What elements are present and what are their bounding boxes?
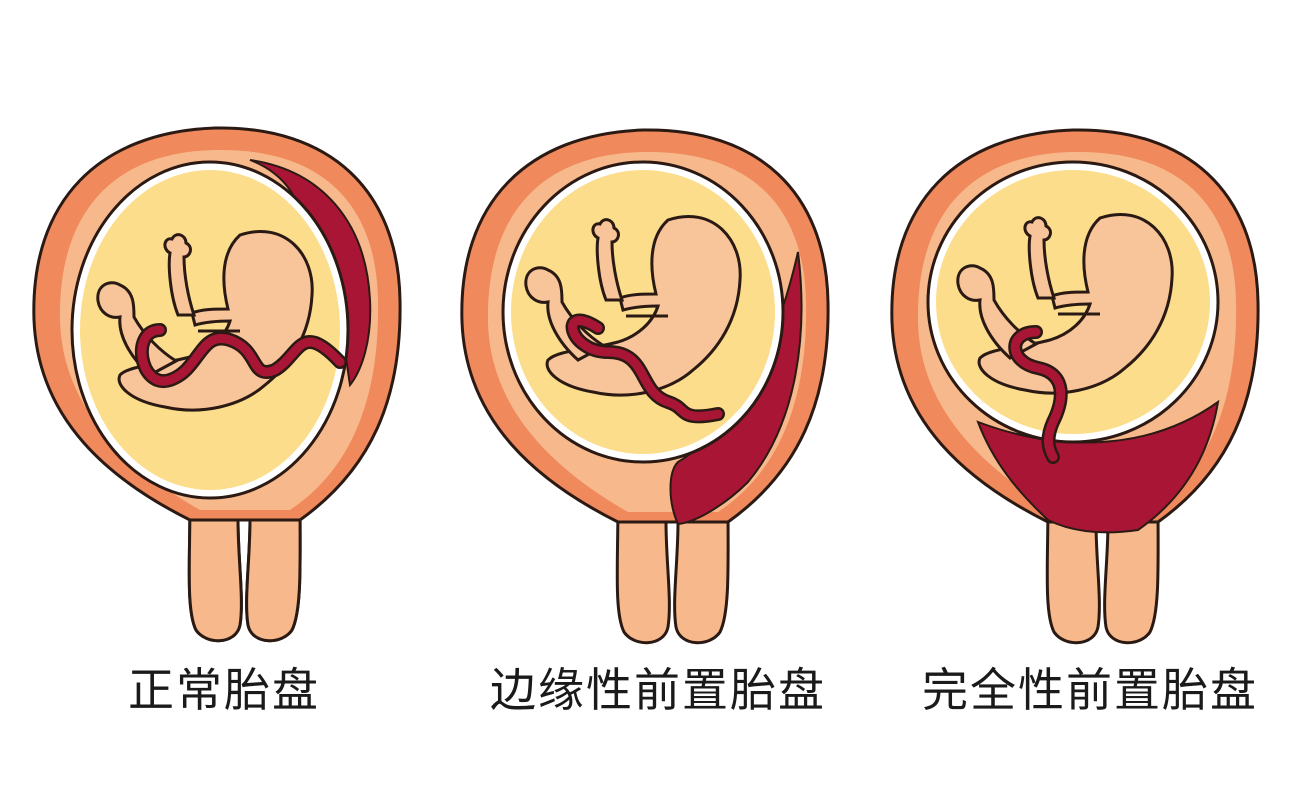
uterus-marginal-previa (460, 128, 830, 645)
placenta (976, 399, 1220, 534)
uterus-normal (32, 126, 402, 643)
label-normal-placenta: 正常胎盘 (128, 663, 320, 717)
label-complete-placenta-previa: 完全性前置胎盘 (922, 663, 1258, 717)
uterus-complete-previa (890, 128, 1260, 645)
placenta (249, 159, 372, 388)
label-marginal-placenta-previa: 边缘性前置胎盘 (490, 663, 826, 717)
